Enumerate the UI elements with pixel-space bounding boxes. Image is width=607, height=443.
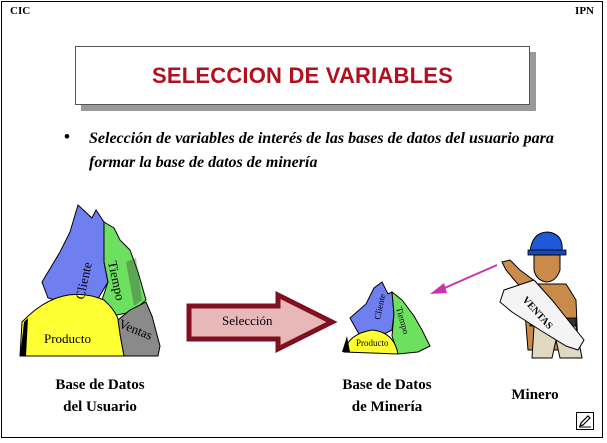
miner-caption: Minero [511, 387, 559, 403]
mining-database-caption: Base de Datos de Minería [312, 374, 462, 418]
header-right-label: IPN [575, 5, 594, 17]
bullet-dot-icon: • [64, 127, 70, 146]
selection-arrow-shape [186, 290, 338, 354]
bullet-text: Selección de variables de interés de las… [89, 130, 554, 171]
pointer-arrow-head [430, 283, 447, 294]
user-database-caption-line1: Base de Datos [55, 377, 145, 393]
big-ventas-base [20, 318, 28, 356]
selection-arrow-label: Selección [222, 313, 273, 328]
big-mountain: Cliente Tiempo Producto Ventas [19, 204, 161, 357]
small-mountain-base [342, 336, 350, 352]
mining-database-caption-line2: de Minería [351, 399, 423, 415]
slide-title: SELECCION DE VARIABLES [151, 62, 454, 88]
mining-database-caption-line1: Base de Datos [342, 377, 432, 393]
header-left-label: CIC [10, 5, 31, 17]
big-mountain-right-shadow [126, 258, 142, 306]
pointer-arrow-line [439, 264, 498, 291]
miner-helmet [529, 231, 563, 253]
small-cliente-region [349, 281, 395, 337]
big-producto-label: Producto [44, 331, 91, 346]
big-ventas-region [117, 301, 161, 357]
small-producto-region [343, 329, 399, 355]
user-database-caption-line2: del Usuario [63, 399, 137, 415]
selection-arrow: Selección [186, 290, 338, 354]
pointer-arrow [430, 264, 498, 294]
small-mountain: Cliente Tiempo Producto [342, 281, 431, 355]
miner-figure: VENTAS [499, 231, 585, 359]
user-database-caption: Base de Datos del Usuario [20, 374, 180, 418]
title-box: SELECCION DE VARIABLES [75, 46, 530, 105]
miner-face [533, 254, 561, 283]
small-producto-label: Producto [356, 338, 389, 348]
miner-paper [499, 279, 585, 351]
pen-icon[interactable] [576, 412, 594, 430]
small-tiempo-region [391, 290, 431, 355]
big-producto-region [19, 293, 125, 357]
miner-helmet-brim [527, 249, 567, 256]
